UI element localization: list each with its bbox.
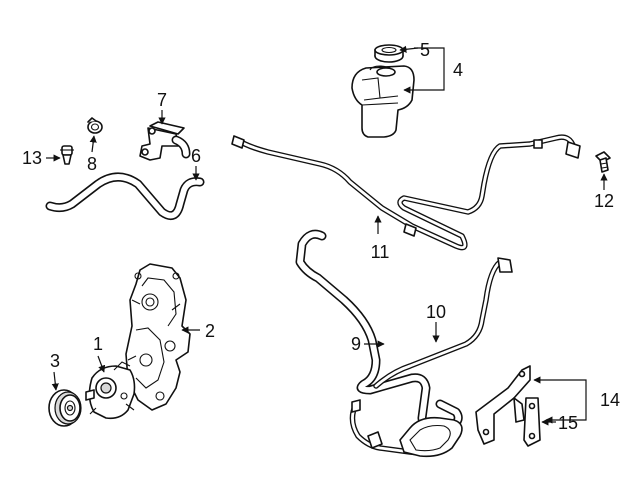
callout-15-label: 15: [558, 413, 578, 433]
callout-13: 13: [22, 148, 61, 168]
retaining-clip-part: [60, 145, 74, 165]
callout-11: 11: [371, 215, 390, 262]
callout-9-label: 9: [351, 334, 361, 354]
callout-10-label: 10: [426, 302, 446, 322]
callout-11-label: 11: [371, 242, 390, 262]
cooler-tray-part: [399, 416, 463, 458]
hose-clamp-part: [87, 117, 103, 134]
callout-2: 2: [181, 321, 215, 341]
callout-7: 7: [157, 90, 167, 125]
power-steering-pump-part: [85, 361, 136, 420]
suction-hose-part: [295, 229, 463, 438]
cooler-bracket-part: [475, 365, 541, 447]
callout-15: 15: [541, 413, 578, 433]
callout-10: 10: [426, 302, 446, 343]
callout-3: 3: [50, 351, 60, 391]
callout-1-label: 1: [93, 334, 103, 354]
callout-5-label: 5: [420, 40, 430, 60]
pump-pulley-part: [48, 389, 82, 427]
pump-housing-part: [125, 263, 191, 411]
callout-7-label: 7: [157, 90, 167, 110]
hose-bracket-part: [139, 121, 191, 161]
callout-6: 6: [191, 146, 201, 181]
callout-6-label: 6: [191, 146, 201, 166]
power-steering-reservoir-part: [351, 65, 415, 138]
callout-12-label: 12: [594, 191, 614, 211]
callout-13-label: 13: [22, 148, 42, 168]
callout-14-label: 14: [600, 390, 620, 410]
callout-12: 12: [594, 173, 614, 211]
callout-9: 9: [351, 334, 385, 354]
pressure-line-part: [231, 134, 581, 251]
callout-14: 14: [533, 376, 620, 424]
reservoir-cap-part: [374, 44, 404, 63]
callout-3-label: 3: [50, 351, 60, 371]
return-hose-part: [45, 172, 205, 221]
callout-8-label: 8: [87, 154, 97, 174]
callout-4: 4: [403, 47, 463, 94]
callout-1: 1: [93, 334, 106, 373]
callout-8: 8: [87, 135, 97, 174]
callout-5: 5: [399, 40, 430, 60]
callout-2-label: 2: [205, 321, 215, 341]
callout-4-label: 4: [453, 60, 463, 80]
mounting-bolt-part: [595, 151, 611, 173]
